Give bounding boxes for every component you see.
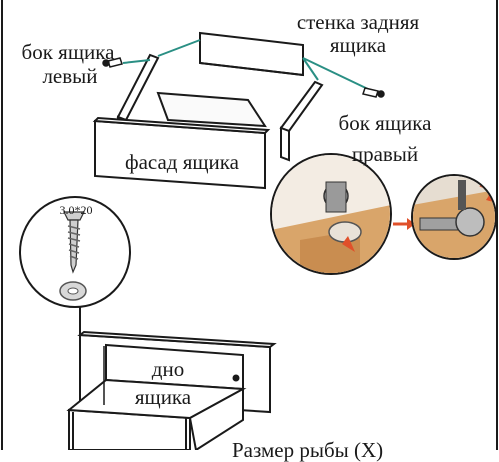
screw-detail-circle <box>19 196 131 308</box>
left-screw <box>102 57 123 68</box>
front-panel-label: фасад ящика <box>124 150 240 174</box>
drawer-bottom-assembly <box>66 330 277 450</box>
guide-lines <box>122 39 371 91</box>
right-screw <box>362 87 385 98</box>
right-side-label-line2: правый <box>351 142 419 166</box>
bottom-label-line2: ящика <box>134 385 192 409</box>
drawer-box-exploded <box>92 31 324 190</box>
drawer-assembly-drawing <box>1 0 498 450</box>
right-side-label-line1: бок ящика <box>338 111 432 135</box>
left-side-label-line1: бок ящика <box>21 40 115 64</box>
left-side-label-line2: левый <box>42 64 98 88</box>
screw-size-label: 3.0*20 <box>59 203 93 217</box>
back-wall-label-line1: стенка задняя <box>296 10 420 34</box>
screw-icon <box>63 211 85 274</box>
footer-text: Размер рыбы (Х) <box>232 438 384 462</box>
detail-arrow <box>393 218 415 230</box>
left-side-panel <box>116 53 160 122</box>
back-wall-label-line2: ящика <box>329 33 387 57</box>
bottom-insert-arrows <box>103 346 244 405</box>
cam-detail-circle-2 <box>411 174 497 260</box>
right-side-panel <box>279 80 324 133</box>
bottom-label-line1: дно <box>151 357 185 381</box>
cam-detail-circle-1 <box>270 153 392 275</box>
drawer-floor <box>156 91 267 128</box>
